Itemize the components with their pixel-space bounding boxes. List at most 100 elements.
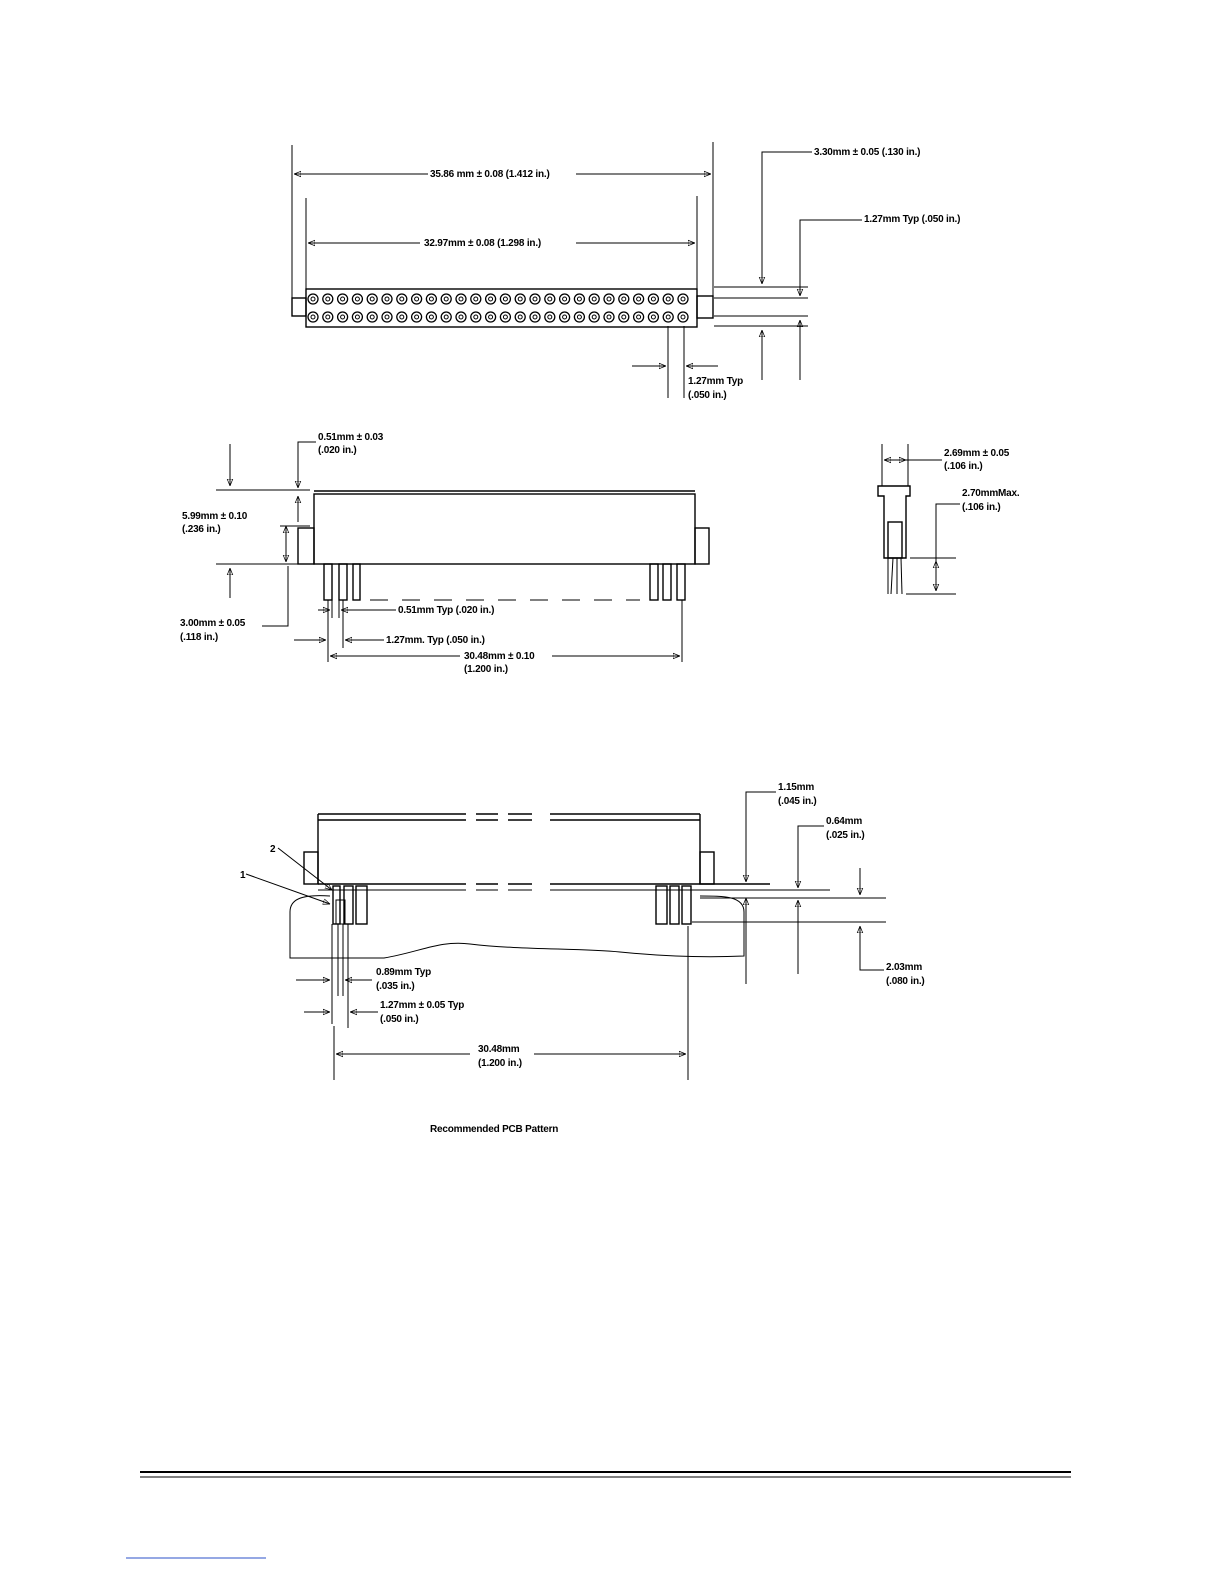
contact-hole	[484, 293, 497, 305]
contact-center	[340, 314, 346, 320]
contact-center	[606, 314, 612, 320]
contact-hole	[484, 311, 497, 323]
top-view-body	[305, 288, 698, 328]
contact-center	[354, 296, 360, 302]
contact-center	[325, 314, 331, 320]
contact-hole	[410, 293, 423, 305]
contact-center	[473, 314, 479, 320]
end-width-label-2: (.106 in.)	[944, 461, 983, 472]
contact-center	[428, 314, 434, 320]
contact-hole	[514, 293, 526, 305]
contact-hole	[366, 311, 378, 323]
contact-center	[310, 296, 316, 302]
contact-hole	[544, 293, 556, 305]
pin-length-label-1: 3.00mm ± 0.05	[180, 618, 246, 629]
contact-hole	[351, 311, 364, 323]
top-view-right-tab	[696, 295, 714, 319]
row-spacing-label-1: 2.03mm	[886, 962, 922, 973]
contact-center	[502, 296, 508, 302]
side-view-left-flange	[297, 527, 315, 565]
contact-center	[458, 314, 464, 320]
hole-pitch-label-2: (.050 in.)	[380, 1014, 419, 1025]
contact-center	[414, 314, 420, 320]
contact-hole	[440, 293, 452, 305]
contact-hole	[396, 311, 408, 323]
contact-hole	[677, 311, 689, 323]
contact-hole	[632, 293, 645, 305]
pad-a-label-1: 1.15mm	[778, 782, 814, 793]
contact-hole	[440, 311, 452, 323]
contact-center	[650, 314, 656, 320]
contact-hole	[322, 293, 334, 305]
top-view-left-tab	[291, 297, 307, 317]
contact-center	[621, 314, 627, 320]
side-view-body	[313, 493, 696, 565]
end-view-body	[877, 485, 911, 559]
contact-hole	[470, 293, 482, 305]
contact-center	[591, 296, 597, 302]
top-view-pin-grid	[307, 293, 689, 323]
contact-center	[517, 296, 523, 302]
contact-center	[488, 296, 494, 302]
contact-hole	[573, 311, 586, 323]
contact-center	[665, 314, 671, 320]
contact-hole	[632, 311, 645, 323]
end-pin-height-label-1: 2.70mmMax.	[962, 488, 1020, 499]
pin-pitch-label-2: (.050 in.)	[688, 390, 727, 401]
contact-hole	[573, 293, 586, 305]
contact-hole	[529, 293, 541, 305]
contact-hole	[618, 293, 630, 305]
contact-center	[636, 314, 642, 320]
hole-dia-label-1: 0.89mm Typ	[376, 967, 431, 978]
contact-hole	[662, 293, 674, 305]
end-view: 2.69mm ± 0.05 (.106 in.) 2.70mmMax. (.10…	[877, 444, 1020, 595]
pcb-right-flange	[699, 851, 715, 885]
contact-center	[488, 314, 494, 320]
contact-center	[576, 296, 582, 302]
pad-b-label-2: (.025 in.)	[826, 830, 865, 841]
contact-hole	[677, 293, 689, 305]
contact-hole	[499, 293, 512, 305]
contact-hole	[455, 293, 467, 305]
pcb-span-label-2: (1.200 in.)	[478, 1058, 522, 1069]
contact-center	[399, 314, 405, 320]
contact-center	[458, 296, 464, 302]
contact-hole	[307, 293, 319, 305]
pcb-pins-right	[655, 885, 692, 925]
row-pitch-label: 1.27mm Typ (.050 in.)	[864, 214, 960, 225]
contact-hole	[410, 311, 423, 323]
contact-center	[650, 296, 656, 302]
body-lip-label-2: (.020 in.)	[318, 445, 357, 456]
contact-center	[473, 296, 479, 302]
pad-a-label-2: (.045 in.)	[778, 796, 817, 807]
contact-hole	[336, 293, 349, 305]
contact-hole	[662, 311, 674, 323]
pcb-span-label-1: 30.48mm	[478, 1044, 520, 1055]
contact-hole	[322, 311, 334, 323]
contact-hole	[603, 311, 615, 323]
contact-center	[591, 314, 597, 320]
contact-center	[532, 314, 538, 320]
body-height-label-2: (.236 in.)	[182, 524, 221, 535]
side-view-pins-right	[649, 563, 686, 601]
contact-center	[502, 314, 508, 320]
contact-hole	[425, 293, 438, 305]
contact-hole	[381, 311, 393, 323]
contact-center	[443, 314, 449, 320]
contact-center	[562, 314, 568, 320]
contact-center	[325, 296, 331, 302]
contact-hole	[618, 311, 630, 323]
contact-center	[576, 314, 582, 320]
contact-hole	[307, 311, 319, 323]
contact-center	[680, 314, 686, 320]
body-lip-label-1: 0.51mm ± 0.03	[318, 432, 384, 443]
hole-dia-label-2: (.035 in.)	[376, 981, 415, 992]
contact-hole	[396, 293, 408, 305]
side-view: 0.51mm ± 0.03 (.020 in.) 5.99mm ± 0.10 (…	[180, 432, 710, 675]
contact-hole	[514, 311, 526, 323]
contact-center	[414, 296, 420, 302]
callout-1: 1	[240, 870, 246, 881]
top-view: 35.86 mm ± 0.08 (1.412 in.) 32.97mm ± 0.…	[291, 142, 960, 401]
pcb-pins-left	[332, 885, 368, 925]
